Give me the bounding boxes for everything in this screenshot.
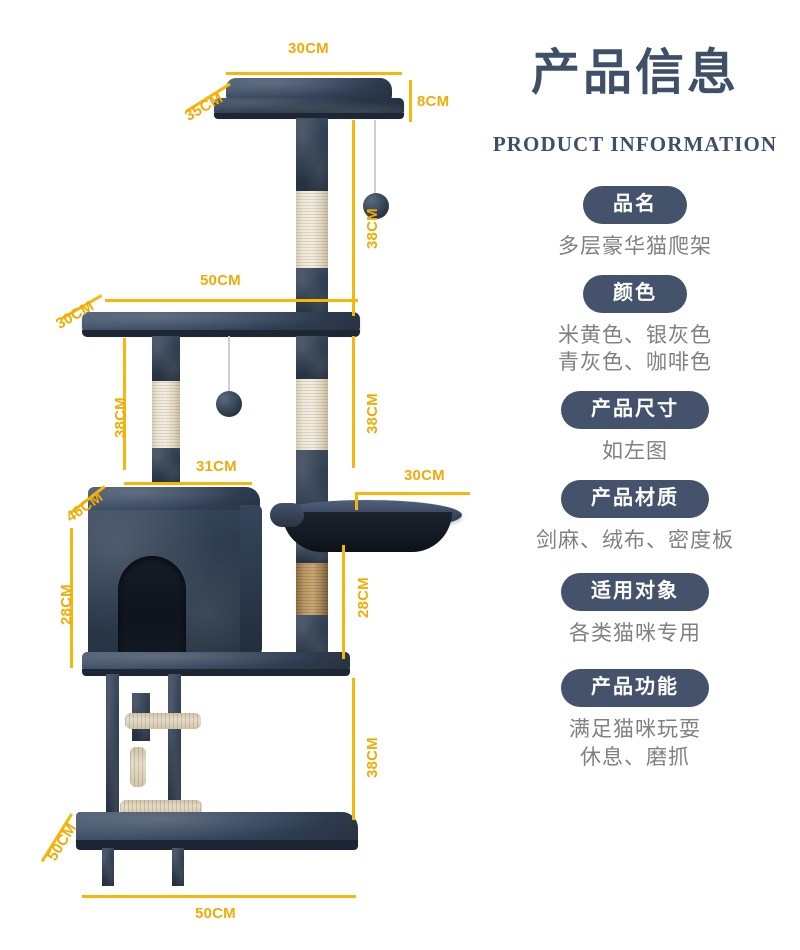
- info-row-target: 适用对象 各类猫咪专用: [470, 572, 800, 648]
- dim-label-hammock-drop: 28CM: [355, 577, 372, 618]
- base-board: [76, 812, 358, 844]
- ladder-rail-left: [106, 674, 119, 842]
- mid-dangling-string: [228, 336, 230, 396]
- info-value-product-name: 多层豪华猫爬架: [558, 235, 712, 258]
- dim-label-condo-height: 28CM: [58, 584, 75, 625]
- hammock-bowl: [282, 512, 452, 552]
- mid-dangling-ball: [216, 391, 242, 417]
- info-value-target: 各类猫咪专用: [569, 621, 701, 645]
- info-value-material: 剑麻、绒布、密度板: [536, 528, 734, 552]
- condo-side-panel: [240, 505, 262, 655]
- mid-shelf-edge: [82, 330, 360, 337]
- condo-roof: [88, 487, 260, 513]
- info-label-size: 产品尺寸: [561, 391, 709, 430]
- mid-left-post-plush-upper: [152, 336, 180, 382]
- page-title-cn: 产品信息: [530, 45, 739, 100]
- dim-label-top-depth: 35CM: [182, 89, 226, 125]
- hammock-bracket: [270, 503, 304, 527]
- page-title-en: PRODUCT INFORMATION: [492, 132, 778, 156]
- info-row-color: 颜色 米黄色、银灰色 青灰色、咖啡色: [470, 274, 800, 377]
- dim-label-condo-width: 31CM: [196, 458, 237, 475]
- dim-label-base-width: 50CM: [195, 905, 236, 922]
- info-value-function: 满足猫咪玩耍 休息、磨抓: [569, 718, 701, 770]
- info-label-product-name: 品名: [583, 186, 687, 224]
- top-platform-edge: [214, 113, 404, 119]
- info-row-size: 产品尺寸 如左图: [470, 391, 800, 466]
- main-post-sisal-tan: [296, 562, 328, 616]
- dim-label-base-post: 38CM: [364, 737, 381, 778]
- upper-post-plush-upper: [296, 118, 328, 192]
- main-post-plush-a: [296, 336, 328, 380]
- upper-dangling-ball: [363, 193, 389, 219]
- dim-label-upper-post: 38CM: [364, 208, 381, 249]
- base-edge: [76, 840, 358, 850]
- info-value-size: 如左图: [602, 440, 668, 464]
- info-label-target: 适用对象: [561, 572, 709, 611]
- mid-shelf-board: [82, 312, 360, 334]
- upper-dangling-string: [374, 120, 376, 198]
- top-platform-cushion: [226, 78, 392, 100]
- lower-shelf-board: [82, 652, 350, 672]
- info-panel: 产品信息 PRODUCT INFORMATION 品名 多层豪华猫爬架 颜色 米…: [470, 0, 800, 950]
- dim-label-mid-right-post: 38CM: [364, 393, 381, 434]
- dim-label-top-width: 30CM: [288, 40, 329, 57]
- info-row-list: 品名 多层豪华猫爬架 颜色 米黄色、银灰色 青灰色、咖啡色 产品尺寸 如左图 产…: [470, 186, 800, 772]
- info-value-color: 米黄色、银灰色 青灰色、咖啡色: [558, 323, 712, 375]
- mid-left-post-sisal: [152, 381, 180, 449]
- dim-label-mid-left-post: 38CM: [112, 397, 129, 438]
- base-foot-mid: [172, 848, 184, 886]
- base-foot-left: [102, 848, 114, 886]
- main-post-sisal-a: [296, 379, 328, 451]
- info-row-material: 产品材质 剑麻、绒布、密度板: [470, 479, 800, 555]
- info-label-function: 产品功能: [561, 669, 709, 708]
- lower-shelf-edge: [82, 669, 350, 676]
- ladder-rung-mid: [130, 747, 146, 787]
- ladder-rung-lower: [120, 800, 202, 815]
- condo-entrance: [118, 556, 186, 654]
- upper-post-plush-lower: [296, 268, 328, 320]
- info-label-color: 颜色: [583, 274, 687, 313]
- info-row-function: 产品功能 满足猫咪玩耍 休息、磨抓: [470, 669, 800, 771]
- mid-left-post-plush-lower: [152, 448, 180, 484]
- ladder-rung-upper: [125, 713, 201, 729]
- product-diagram: 30CM 35CM 8CM 38CM 50CM 30CM: [40, 40, 470, 922]
- top-platform-board: [214, 98, 404, 116]
- dim-label-base-depth: 50CM: [44, 820, 81, 865]
- dim-label-top-thickness: 8CM: [417, 93, 450, 110]
- upper-post-sisal: [296, 191, 328, 269]
- info-label-material: 产品材质: [561, 479, 709, 518]
- dim-label-mid-shelf-width: 50CM: [200, 272, 241, 289]
- info-row-product-name: 品名 多层豪华猫爬架: [470, 186, 800, 261]
- dim-label-hammock-width: 30CM: [404, 467, 445, 484]
